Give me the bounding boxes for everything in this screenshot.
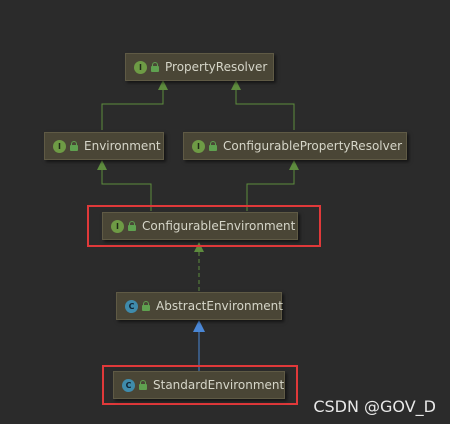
- node-configurable-environment[interactable]: I ConfigurableEnvironment: [102, 212, 298, 240]
- class-icon: C: [122, 378, 135, 392]
- node-property-resolver[interactable]: I PropertyResolver: [125, 53, 274, 81]
- arrowhead: [231, 80, 241, 90]
- arrowhead: [194, 242, 204, 252]
- highlight-standard-environment: [102, 365, 298, 405]
- interface-icon: I: [192, 139, 205, 153]
- arrowhead: [193, 320, 205, 332]
- edge-configurable-property-resolver-to-property-resolver: [235, 88, 295, 130]
- node-label: Environment: [84, 139, 161, 153]
- node-label: AbstractEnvironment: [156, 299, 283, 313]
- node-abstract-environment[interactable]: C AbstractEnvironment: [116, 292, 283, 320]
- node-label: PropertyResolver: [165, 60, 268, 74]
- lock-icon: [128, 221, 136, 231]
- node-standard-environment[interactable]: C StandardEnvironment: [113, 371, 285, 399]
- arrowhead: [97, 160, 107, 170]
- lock-icon: [139, 380, 147, 390]
- lock-icon: [142, 301, 150, 311]
- node-label: StandardEnvironment: [153, 378, 285, 392]
- interface-icon: I: [111, 219, 124, 233]
- interface-icon: I: [53, 139, 66, 153]
- node-environment[interactable]: I Environment: [44, 132, 164, 160]
- class-icon: C: [125, 299, 138, 313]
- edge-configurable-environment-to-configurable-property-resolver: [246, 170, 295, 211]
- interface-icon: I: [134, 60, 147, 74]
- edge-configurable-environment-to-environment: [101, 170, 152, 211]
- watermark: CSDN @GOV_D: [313, 397, 436, 416]
- lock-icon: [70, 141, 78, 151]
- node-configurable-property-resolver[interactable]: I ConfigurablePropertyResolver: [183, 132, 407, 160]
- highlight-configurable-environment: [87, 205, 321, 247]
- node-label: ConfigurablePropertyResolver: [223, 139, 403, 153]
- edge-environment-to-property-resolver: [101, 88, 164, 130]
- lock-icon: [209, 141, 217, 151]
- arrowhead: [289, 160, 299, 170]
- node-label: ConfigurableEnvironment: [142, 219, 296, 233]
- arrowhead: [158, 80, 168, 90]
- lock-icon: [151, 62, 159, 72]
